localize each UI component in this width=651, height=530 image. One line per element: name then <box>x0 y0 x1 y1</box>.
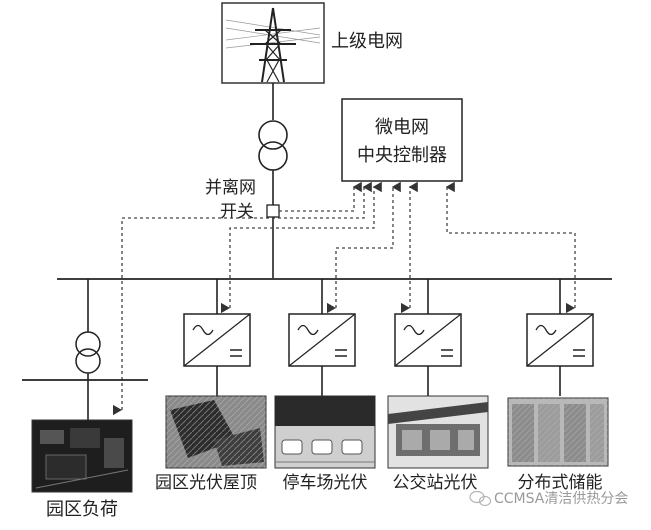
park-load-label: 园区负荷 <box>46 499 118 520</box>
distributed-storage-photo <box>507 397 609 467</box>
inverter-parking <box>288 279 356 396</box>
bus-station-pv-photo <box>387 395 489 469</box>
controller-label-line1: 微电网 <box>375 117 429 138</box>
distributed-storage-label: 分布式储能 <box>518 473 603 493</box>
inverter-storage <box>526 279 594 396</box>
wechat-icon <box>469 490 492 507</box>
watermark-text: CCMSA清洁供热分会 <box>494 491 628 507</box>
park-load-photo <box>31 419 133 493</box>
switch-label-line2: 开关 <box>220 202 254 222</box>
inverter-rooftop <box>183 279 251 396</box>
upper-grid-label: 上级电网 <box>331 31 403 52</box>
rooftop-pv-photo <box>165 395 267 469</box>
controller-box <box>341 98 463 182</box>
main-transformer-icon <box>258 120 288 171</box>
control-signal-lines <box>112 181 576 416</box>
controller-label-line2: 中央控制器 <box>357 145 447 166</box>
bus-station-pv-label: 公交站光伏 <box>393 473 478 493</box>
parking-pv-photo <box>274 395 376 469</box>
transmission-tower-icon <box>221 2 325 84</box>
grid-switch-icon <box>266 204 280 218</box>
load-transformer-icon <box>75 331 101 374</box>
switch-label-line1: 并离网 <box>205 178 256 198</box>
inverter-bus-station <box>394 279 462 396</box>
parking-pv-label: 停车场光伏 <box>283 473 368 493</box>
rooftop-pv-label: 园区光伏屋顶 <box>155 473 257 493</box>
